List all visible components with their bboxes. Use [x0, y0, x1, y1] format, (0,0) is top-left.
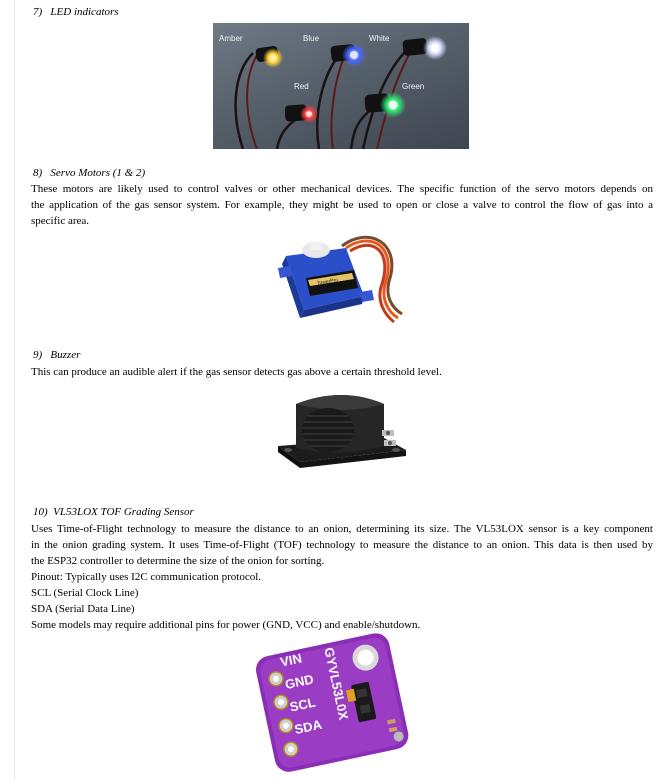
- servo-line-2: the application of the gas sensor system…: [31, 199, 653, 211]
- label-blue: Blue: [303, 34, 320, 43]
- buzzer-paragraph: This can produce an audible alert if the…: [31, 364, 653, 380]
- servo-line-3: specific area.: [31, 215, 90, 227]
- sensor-line-6: SDA (Serial Data Line): [31, 603, 135, 615]
- label-white: White: [369, 34, 390, 43]
- buzzer-photo: [276, 386, 408, 474]
- vl53l0x-board-photo: VIN GND SCL SDA GYVL53L0X: [242, 632, 418, 772]
- blue-led: [330, 43, 366, 67]
- white-led: [402, 36, 447, 60]
- label-red: Red: [294, 82, 309, 91]
- led-heading: 7) LED indicators: [33, 6, 119, 18]
- buzzer-line-1: This can produce an audible alert if the…: [31, 366, 442, 378]
- servo-illustration: [278, 234, 403, 324]
- buzzer-heading: 9) Buzzer: [33, 349, 81, 361]
- red-led: [284, 104, 318, 123]
- green-led: [364, 92, 406, 118]
- servo-motor-photo: TowerPro: [276, 226, 404, 332]
- sensor-heading: 10) VL53LOX TOF Grading Sensor: [33, 506, 194, 518]
- label-amber: Amber: [219, 34, 243, 43]
- amber-led: [255, 46, 283, 68]
- servo-line-1: These motors are likely used to control …: [31, 183, 653, 195]
- servo-paragraph: These motors are likely used to control …: [31, 181, 653, 229]
- sensor-line-7: Some models may require additional pins …: [31, 619, 421, 631]
- sensor-board-illustration: [255, 633, 409, 772]
- sensor-line-3: the ESP32 controller to determine the si…: [31, 555, 325, 567]
- label-green: Green: [402, 82, 425, 91]
- sensor-line-2: in the onion grading system. It uses Tim…: [31, 539, 653, 551]
- page-margin-line: [14, 0, 15, 780]
- sensor-line-1: Uses Time-of-Flight technology to measur…: [31, 523, 653, 535]
- sensor-line-4: Pinout: Typically uses I2C communication…: [31, 571, 262, 583]
- sensor-paragraph: Uses Time-of-Flight technology to measur…: [31, 521, 653, 633]
- buzzer-illustration: [278, 395, 406, 468]
- led-indicators-photo: Amber Blue White Red Green: [213, 23, 469, 149]
- led-illustration: [234, 36, 447, 149]
- sensor-line-5: SCL (Serial Clock Line): [31, 587, 139, 599]
- servo-heading: 8) Servo Motors (1 & 2): [33, 167, 146, 179]
